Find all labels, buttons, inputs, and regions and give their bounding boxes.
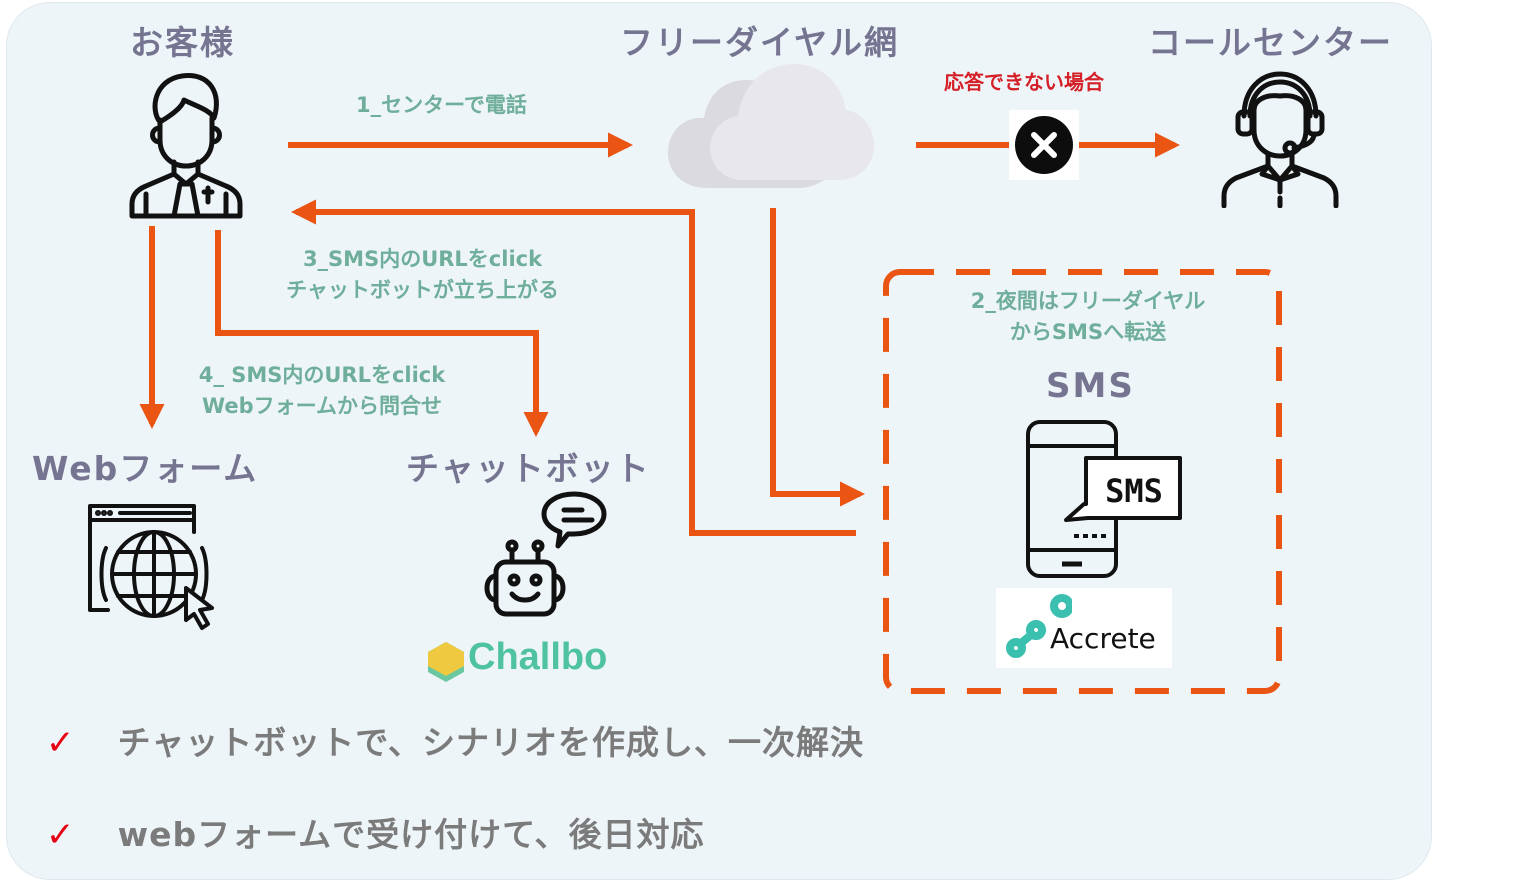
cloud-icon: [668, 64, 874, 188]
step4-line1: 4_ SMS内のURLをclick: [198, 363, 446, 387]
accrete-wordmark: Accrete: [1050, 622, 1156, 655]
step3-label: 3_SMS内のURLをclick チャットボットが立ち上がる: [250, 244, 595, 306]
arrow-freedial-to-sms: [770, 208, 866, 507]
accrete-logo: Accrete: [996, 588, 1172, 668]
challbo-wordmark: Challbo: [468, 636, 608, 678]
step4-line2: Webフォームから問合せ: [201, 394, 443, 418]
node-title-chatbot: チャットボット: [406, 449, 651, 488]
hexagon-logo-icon: [428, 642, 464, 682]
check-icon: ✓: [46, 815, 75, 855]
bullet-text: webフォームで受け付けて、後日対応: [117, 815, 705, 854]
node-title-freedial: フリーダイヤル網: [620, 23, 900, 62]
sms-bubble-text: SMS: [1105, 472, 1163, 510]
node-title-callcenter: コールセンター: [1148, 23, 1393, 62]
x-circle-icon: [1015, 116, 1073, 174]
bullet-text: チャットボットで、シナリオを作成し、一次解決: [117, 723, 864, 762]
no-answer-label: 応答できない場合: [944, 70, 1104, 94]
businessman-icon: [129, 73, 243, 219]
blocked-icon-box: [1009, 110, 1079, 180]
node-title-customer: お客様: [130, 23, 235, 62]
arrow-sms-to-customer: [290, 199, 856, 536]
sms-night-boundary: [883, 269, 1282, 694]
step3-line2: チャットボットが立ち上がる: [286, 278, 559, 302]
headset-operator-icon: [1221, 71, 1339, 208]
step3-line1: 3_SMS内のURLをclick: [302, 247, 543, 271]
smartphone-sms-icon: SMS: [1026, 420, 1182, 578]
step2-line2: からSMSへ転送: [1009, 320, 1167, 344]
bullet-item: ✓ チャットボットで、シナリオを作成し、一次解決: [46, 716, 864, 764]
step4-label: 4_ SMS内のURLをclick Webフォームから問合せ: [172, 360, 472, 422]
step2-label: 2_夜間はフリーダイヤル からSMSへ転送: [926, 286, 1250, 348]
step2-line1: 2_夜間はフリーダイヤル: [970, 289, 1206, 313]
check-icon: ✓: [46, 723, 75, 763]
arrow-customer-to-chatbot: [215, 230, 549, 438]
node-title-webform: Webフォーム: [32, 449, 259, 488]
node-title-sms: SMS: [1046, 366, 1135, 406]
bullet-item: ✓ webフォームで受け付けて、後日対応: [46, 808, 704, 856]
accrete-mark-icon: [1006, 594, 1072, 658]
browser-globe-icon: [88, 504, 214, 630]
step1-label: 1_センターで電話: [356, 93, 527, 117]
robot-chat-icon: [484, 491, 607, 617]
